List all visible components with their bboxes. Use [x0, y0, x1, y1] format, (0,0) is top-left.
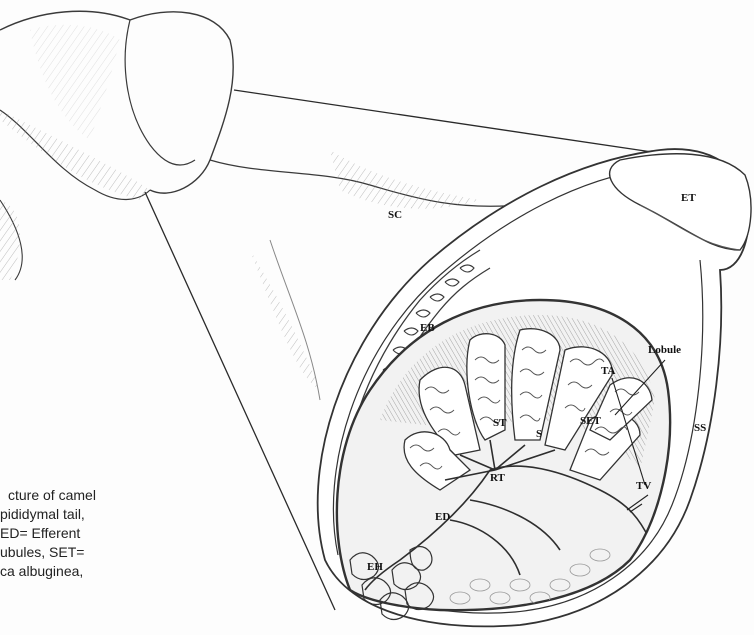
- label-ta: TA: [601, 365, 616, 377]
- label-sc: SC: [388, 209, 402, 221]
- label-st: ST: [493, 417, 507, 429]
- caption-line-4: ubules, SET=: [0, 543, 84, 562]
- label-et: ET: [681, 192, 696, 204]
- label-eh: EH: [367, 561, 383, 573]
- label-ss: SS: [694, 422, 706, 434]
- label-lobule: Lobule: [648, 344, 681, 356]
- caption-line-5: ca albuginea,: [0, 562, 83, 581]
- label-rt: RT: [490, 472, 506, 484]
- label-s: S: [536, 428, 542, 440]
- label-eb: EB: [420, 322, 435, 334]
- caption-line-2: pididymal tail,: [0, 505, 85, 524]
- caption-line-1: cture of camel: [8, 486, 96, 505]
- label-set: SET: [580, 415, 601, 427]
- caption-line-3: ED= Efferent: [0, 524, 80, 543]
- label-tv: TV: [636, 480, 651, 492]
- label-ed: ED: [435, 511, 450, 523]
